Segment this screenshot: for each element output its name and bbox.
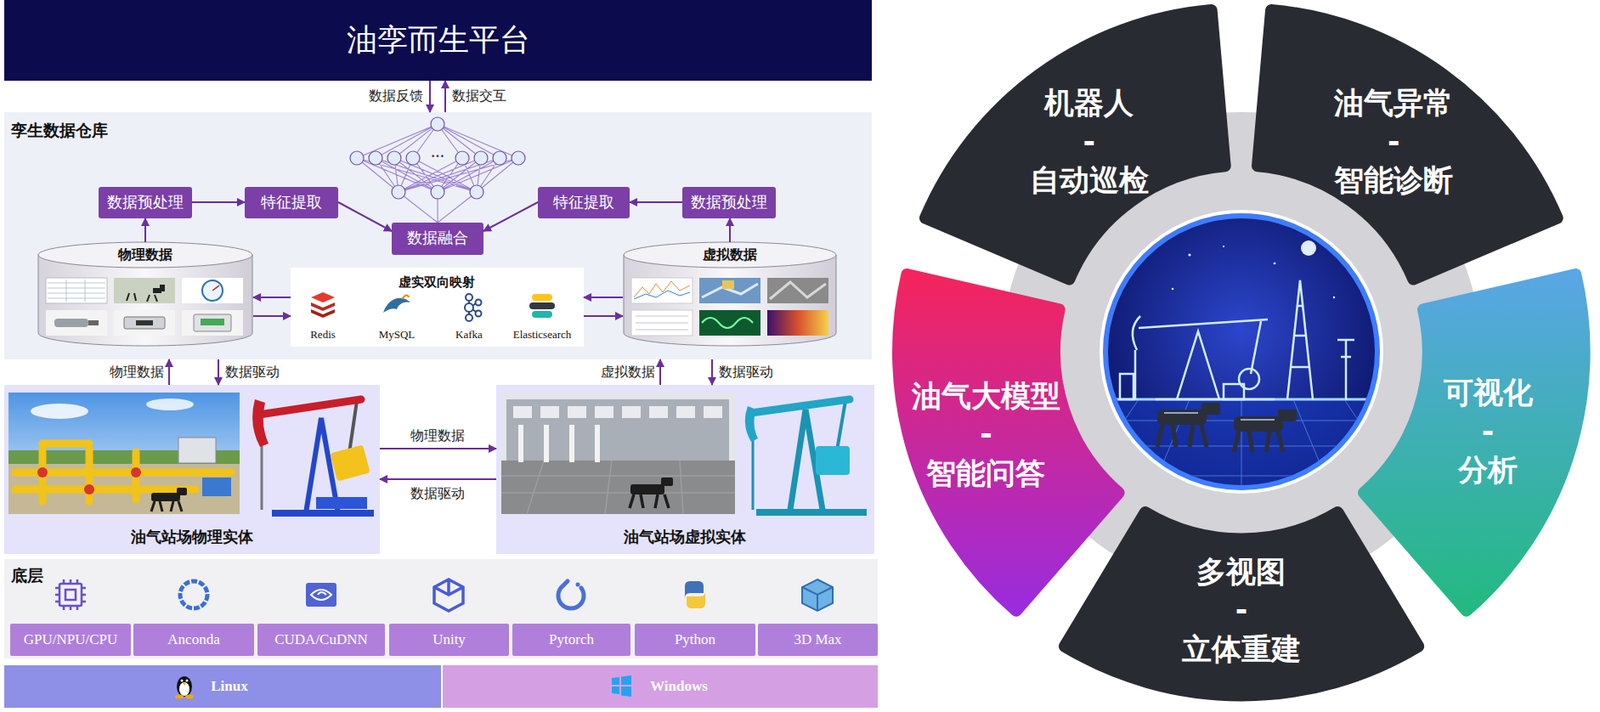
node-label: 虚实双向映射 xyxy=(398,274,475,290)
connector-arrow xyxy=(729,218,731,243)
node-label: 虚拟数据 xyxy=(702,246,758,263)
node-label: 底层 xyxy=(11,566,44,587)
segment-shape xyxy=(918,3,1233,287)
tool-box: CUDA/CuDNN xyxy=(257,623,385,656)
connector-arrow xyxy=(583,315,623,317)
connector-arrow xyxy=(629,201,683,204)
tool-box: GPU/NPU/CPU xyxy=(10,623,131,656)
virtual-site-illustration xyxy=(496,384,875,555)
edge-label: 物理数据 xyxy=(410,427,465,444)
edge-label: 数据交互 xyxy=(452,87,507,104)
node-label: Python xyxy=(674,631,716,649)
node-label: 数据预处理 xyxy=(107,193,184,213)
connector-arrow xyxy=(253,315,291,317)
os-bar: Linux xyxy=(4,665,441,708)
title-bar: 油孪而生平台 xyxy=(4,0,872,81)
connector-arrow xyxy=(253,296,291,299)
segment-label: 油气异常 - 智能诊断 xyxy=(1295,84,1492,201)
segment-shape xyxy=(1250,3,1565,287)
node-label: 数据预处理 xyxy=(690,193,768,213)
node-label: Windows xyxy=(650,678,708,696)
node-label: Linux xyxy=(210,678,248,696)
mapping-box: 虚实双向映射 Redis MySQL Kafka Elasticsearch xyxy=(290,267,584,347)
node-label: GPU/NPU/CPU xyxy=(23,631,119,649)
segment-label: 多视图 - 立体重建 xyxy=(1143,553,1340,670)
connector-arrow xyxy=(379,478,497,481)
edge-label: 虚拟数据 xyxy=(600,363,656,380)
node-label: 油气站场物理实体 xyxy=(130,528,254,548)
feature-segment: 可视化 - 分析 xyxy=(1356,267,1592,618)
node-label: Kafka xyxy=(455,327,483,342)
segment-label: 可视化 - 分析 xyxy=(1390,373,1586,491)
node-label: 数据融合 xyxy=(407,229,469,249)
process-box: 数据预处理 xyxy=(682,186,776,219)
node-label: Pytorch xyxy=(548,631,594,649)
base-layer-panel: 底层 GPU/NPU/CPU Anconda CUDA/CuDNN Unity Pytor… xyxy=(4,559,878,659)
tool-box: 3D Max xyxy=(757,623,878,656)
connector-arrow xyxy=(583,296,623,299)
connector-arrow xyxy=(483,202,538,232)
node-label: CUDA/CuDNN xyxy=(274,631,368,649)
node-label: Redis xyxy=(310,327,336,342)
edge-label: 数据驱动 xyxy=(410,485,465,502)
edge-label: 物理数据 xyxy=(109,363,164,380)
database-cylinder: 物理数据 xyxy=(37,242,254,347)
connector-arrow xyxy=(338,202,392,232)
segment-shape xyxy=(891,267,1126,618)
feature-segment: 油气异常 - 智能诊断 xyxy=(1250,3,1565,287)
database-cylinder: 虚拟数据 xyxy=(622,242,837,347)
connector-arrow xyxy=(659,359,662,385)
process-box: 特征提取 xyxy=(244,186,339,219)
tool-box: Pytorch xyxy=(512,623,631,656)
edge-label: 数据反馈 xyxy=(368,87,424,104)
process-box: 特征提取 xyxy=(537,186,630,219)
connector-arrow xyxy=(168,359,170,385)
segment-label: 机器人 - 自动巡检 xyxy=(991,84,1188,201)
feature-segment: 机器人 - 自动巡检 xyxy=(918,3,1233,287)
node-label: Anconda xyxy=(167,631,220,649)
physical-site-illustration xyxy=(4,384,380,555)
node-label: 特征提取 xyxy=(553,193,615,213)
node-label: Unity xyxy=(432,631,466,649)
process-box: 数据融合 xyxy=(391,222,484,255)
node-label: 特征提取 xyxy=(260,193,323,213)
node-label: 3D Max xyxy=(793,631,842,649)
connector-arrow xyxy=(144,218,147,243)
node-label: 油气站场虚拟实体 xyxy=(623,528,747,548)
os-bar: Windows xyxy=(442,665,878,708)
segment-label: 油气大模型 - 智能问答 xyxy=(887,376,1084,493)
tool-box: Python xyxy=(634,623,756,656)
ellipsis-label: ··· xyxy=(430,147,445,164)
connector-arrow xyxy=(217,359,220,385)
connector-arrow xyxy=(192,201,245,204)
edge-label: 数据驱动 xyxy=(718,363,774,380)
tool-box: Anconda xyxy=(133,623,255,656)
process-box: 数据预处理 xyxy=(98,186,193,219)
segment-shape xyxy=(1356,267,1592,618)
node-label: MySQL xyxy=(378,327,416,342)
node-label: Elasticsearch xyxy=(513,327,572,342)
entity-panel: 油气站场虚拟实体 xyxy=(496,384,875,555)
node-label: 物理数据 xyxy=(118,246,173,263)
tool-box: Unity xyxy=(389,623,509,656)
connector-arrow xyxy=(444,80,447,113)
feature-segment: 油气大模型 - 智能问答 xyxy=(891,267,1126,618)
feature-segment: 多视图 - 立体重建 xyxy=(1057,505,1425,702)
edge-label: 数据驱动 xyxy=(225,363,280,380)
node-label: 孪生数据仓库 xyxy=(11,121,108,142)
connector-arrow xyxy=(379,447,497,450)
node-label: 油孪而生平台 xyxy=(346,22,531,59)
connector-arrow xyxy=(429,80,431,113)
entity-panel: 油气站场物理实体 xyxy=(4,384,380,555)
connector-arrow xyxy=(711,359,713,385)
